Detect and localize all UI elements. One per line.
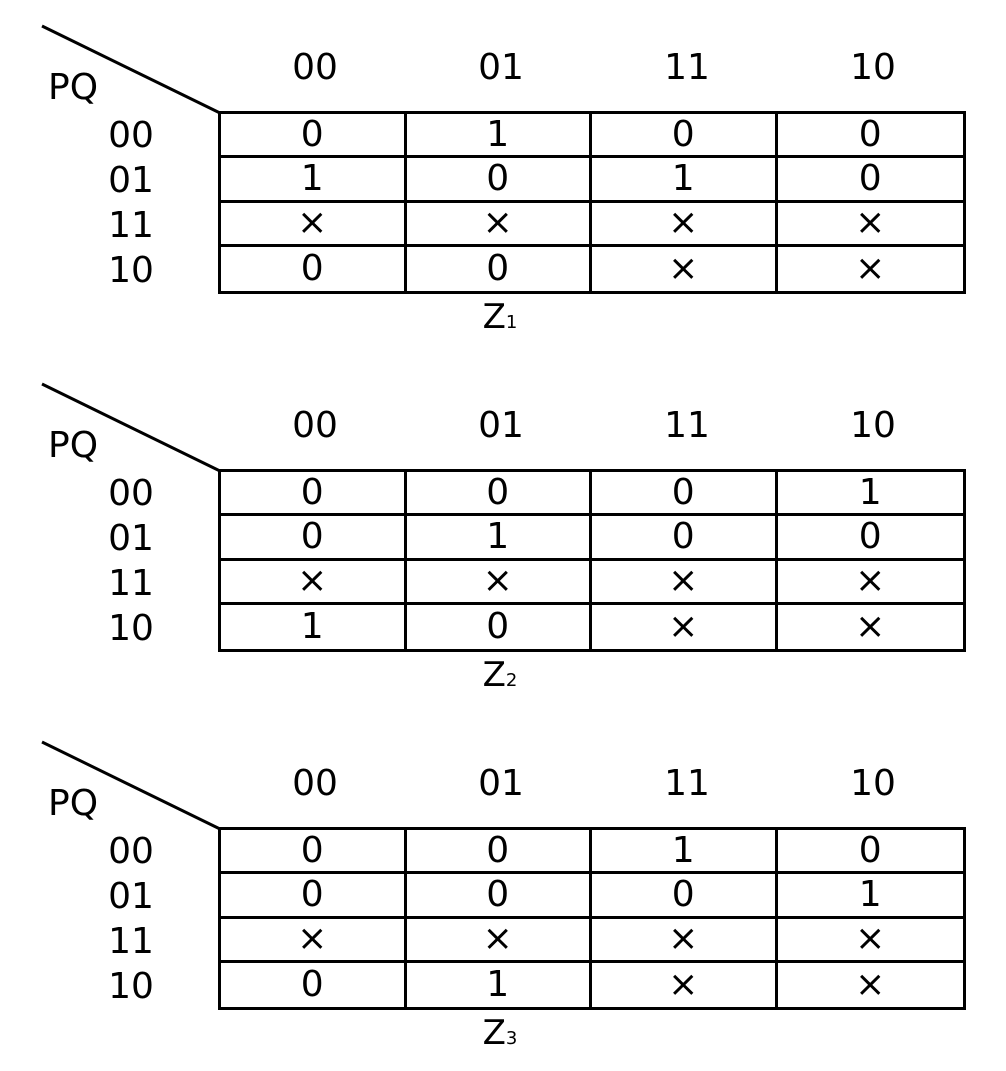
grid-cell: 0 <box>777 830 963 875</box>
row-header: 00 <box>108 831 154 872</box>
grid-cell: 1 <box>406 516 592 561</box>
column-header: 01 <box>478 47 524 88</box>
grid-cell: 1 <box>592 158 778 203</box>
row-header: 00 <box>108 473 154 514</box>
grid-cell: × <box>406 560 592 605</box>
row-header: 10 <box>108 608 154 649</box>
grid-cell: × <box>777 919 963 963</box>
grid-cell: 0 <box>592 516 778 561</box>
grid-cell: × <box>406 918 592 963</box>
grid-cell: × <box>592 202 778 247</box>
grid-cell: 0 <box>777 516 963 561</box>
grid-cell: 0 <box>592 114 778 159</box>
row-header: 01 <box>108 876 154 917</box>
column-header: 00 <box>292 405 338 446</box>
grid-cell: 0 <box>221 962 407 1007</box>
grid-cell: × <box>221 202 407 247</box>
column-header: 10 <box>850 47 896 88</box>
grid-cell: 1 <box>777 874 963 919</box>
grid-cell: × <box>592 560 778 605</box>
caption-subscript: 1 <box>505 312 518 333</box>
grid-cell: 0 <box>592 874 778 919</box>
column-header: 01 <box>478 763 524 804</box>
row-header: 11 <box>108 205 154 246</box>
corner-label: PQ <box>48 67 99 108</box>
grid-cell: × <box>855 247 886 289</box>
grid-cell: 0 <box>777 158 963 203</box>
map-caption: Z1 <box>470 300 530 334</box>
grid-cell: 0 <box>406 158 592 203</box>
grid-cell: 0 <box>592 472 778 517</box>
caption-variable: Z <box>482 1013 506 1053</box>
grid-cell: 1 <box>221 158 407 203</box>
grid-cell: 1 <box>777 472 963 517</box>
grid-cell: 1 <box>221 604 407 649</box>
column-header: 11 <box>664 47 710 88</box>
column-header: 00 <box>292 763 338 804</box>
row-header: 10 <box>108 966 154 1007</box>
grid-cell: 0 <box>407 246 592 291</box>
grid-cell: 0 <box>777 114 963 159</box>
row-header: 01 <box>108 518 154 559</box>
grid-cell: × <box>221 918 407 963</box>
grid-cell: × <box>855 605 886 647</box>
column-header: 00 <box>292 47 338 88</box>
grid-cell: × <box>221 560 407 605</box>
row-header: 11 <box>108 921 154 962</box>
caption-subscript: 3 <box>505 1028 518 1049</box>
grid-cell: × <box>855 963 886 1005</box>
grid-cell: × <box>777 203 963 247</box>
map-caption: Z3 <box>470 1016 530 1050</box>
grid-cell: 1 <box>406 114 592 159</box>
corner-label: PQ <box>48 425 99 466</box>
grid-cell: × <box>592 962 778 1007</box>
grid-cell: 0 <box>221 472 407 517</box>
caption-subscript: 2 <box>505 670 518 691</box>
caption-variable: Z <box>482 655 506 695</box>
row-header: 01 <box>108 160 154 201</box>
grid-cell: 0 <box>407 604 592 649</box>
grid-cell: 0 <box>406 830 592 875</box>
grid-cell: 0 <box>221 874 407 919</box>
corner-label: PQ <box>48 783 99 824</box>
column-header: 10 <box>850 405 896 446</box>
corner-diagonal-line <box>41 24 221 115</box>
grid-cell: 0 <box>221 114 407 159</box>
corner-diagonal-line <box>41 740 221 831</box>
grid-cell: × <box>777 561 963 605</box>
grid-cell: 1 <box>407 962 592 1007</box>
column-header: 10 <box>850 763 896 804</box>
grid-cell: 0 <box>406 874 592 919</box>
caption-variable: Z <box>482 297 506 337</box>
grid-cell: × <box>592 918 778 963</box>
column-header: 01 <box>478 405 524 446</box>
grid-cell: 0 <box>221 516 407 561</box>
grid-cell: × <box>406 202 592 247</box>
grid-cell: × <box>592 604 778 649</box>
row-header: 10 <box>108 250 154 291</box>
grid-cell: 0 <box>221 830 407 875</box>
grid-cell: × <box>592 246 778 291</box>
corner-diagonal-line <box>41 382 221 473</box>
grid-cell: 0 <box>406 472 592 517</box>
row-header: 00 <box>108 115 154 156</box>
row-header: 11 <box>108 563 154 604</box>
grid-cell: 1 <box>592 830 778 875</box>
column-header: 11 <box>664 405 710 446</box>
column-header: 11 <box>664 763 710 804</box>
grid-cell: 0 <box>221 246 407 291</box>
map-caption: Z2 <box>470 658 530 692</box>
